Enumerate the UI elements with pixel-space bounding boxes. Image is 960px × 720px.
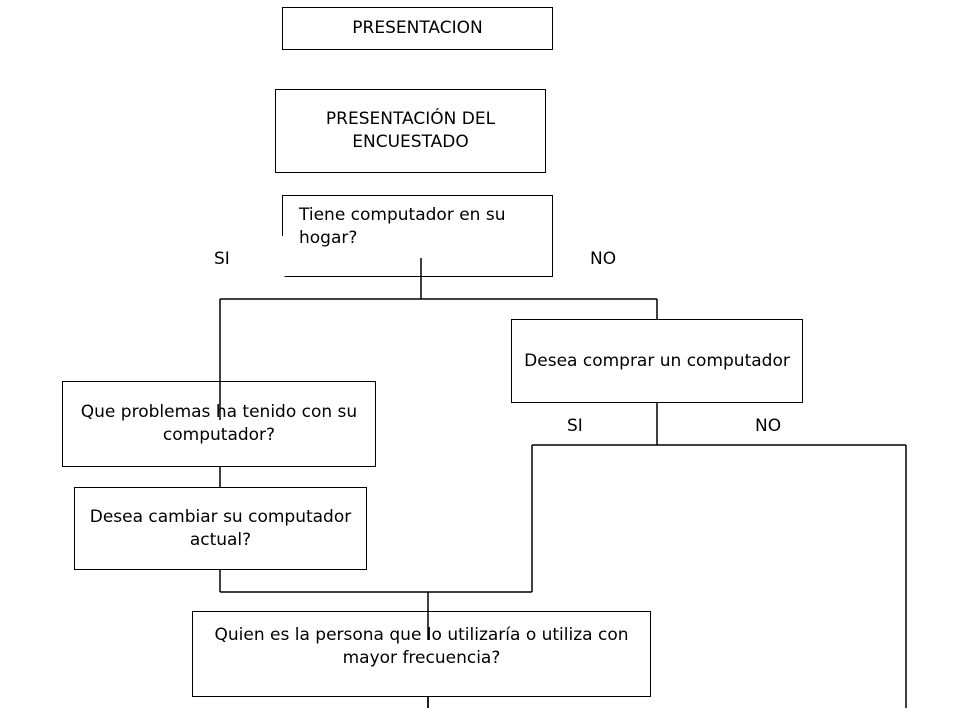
node-desea-cambiar: Desea cambiar su computador actual? — [74, 487, 367, 570]
node-quien-utiliza: Quien es la persona que lo utilizaría o … — [192, 611, 651, 697]
node-problemas-label: Que problemas ha tenido con su computado… — [80, 402, 358, 445]
node-desea-comprar: Desea comprar un computador — [511, 319, 803, 403]
node-desea-comprar-label: Desea comprar un computador — [524, 350, 790, 371]
node-presentacion-encuestado-label: PRESENTACIÓN DEL ENCUESTADO — [325, 109, 496, 152]
branch-label-comprar-si: SI — [567, 416, 583, 436]
branch-label-tiene-si: SI — [214, 249, 230, 269]
branch-label-comprar-no: NO — [755, 416, 782, 436]
node-presentacion: PRESENTACION — [282, 7, 553, 50]
node-problemas: Que problemas ha tenido con su computado… — [62, 381, 376, 467]
branch-label-tiene-no: NO — [590, 249, 617, 269]
node-quien-utiliza-label: Quien es la persona que lo utilizaría o … — [214, 625, 629, 668]
node-tiene-computador: Tiene computador en su hogar? — [282, 195, 553, 277]
node-presentacion-label: PRESENTACION — [352, 18, 483, 38]
node-desea-cambiar-label: Desea cambiar su computador actual? — [89, 506, 352, 550]
node-tiene-computador-label: Tiene computador en su hogar? — [299, 205, 506, 248]
node-presentacion-encuestado: PRESENTACIÓN DEL ENCUESTADO — [275, 89, 546, 173]
